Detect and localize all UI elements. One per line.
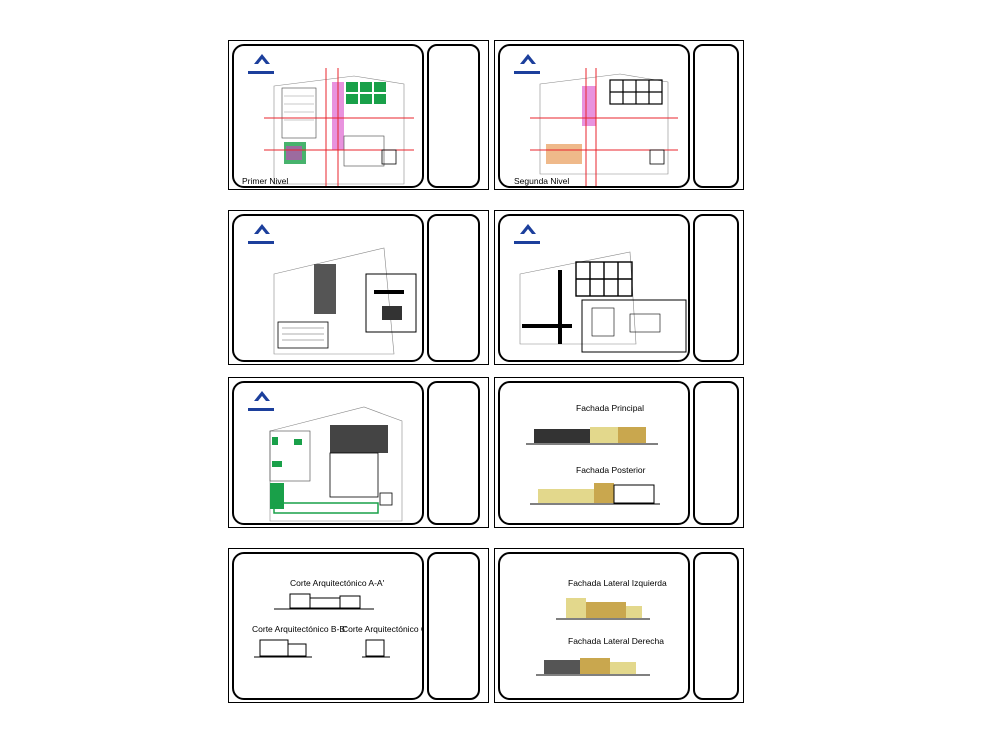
elevation-principal (526, 427, 658, 445)
title-block (427, 552, 480, 700)
sheet-label: Segunda Nivel (514, 176, 570, 186)
elevation-title-principal: Fachada Principal (576, 403, 645, 413)
drawing-area: Fachada Lateral Izquierda Fachada Latera… (498, 552, 690, 700)
section-aa (274, 593, 374, 610)
sheet-primer-nivel[interactable]: Primer Nivel (228, 40, 489, 190)
drawing-area: Corte Arquitectónico A-A' Corte Arquitec… (232, 552, 424, 700)
sheet-label: Primer Nivel (242, 176, 289, 186)
elevation-drawings (536, 598, 650, 676)
drawing-area: Fachada Principal Fachada Posterior (498, 381, 690, 525)
logo-icon (514, 224, 540, 244)
sheet-structure-2[interactable] (494, 210, 744, 365)
sheet-fachadas-1[interactable]: Fachada Principal Fachada Posterior (494, 377, 744, 528)
roof-plan (248, 224, 417, 355)
section-title-aa: Corte Arquitectónico A-A' (290, 578, 385, 588)
section-bb (254, 639, 312, 658)
logo-icon (514, 54, 540, 74)
elevation-posterior (530, 483, 660, 505)
floor-plan-2 (514, 54, 678, 186)
elevation-title-izquierda: Fachada Lateral Izquierda (568, 578, 667, 588)
drawing-area: Primer Nivel (232, 44, 424, 188)
framing-plan (514, 224, 687, 353)
section-title-bb: Corte Arquitectónico B-B' (252, 624, 347, 634)
elevation-drawings (526, 427, 660, 505)
logo-icon (248, 54, 274, 74)
section-title-cc: Corte Arquitectónico C-C' (342, 624, 422, 634)
site-plan (248, 391, 403, 522)
section-drawings (254, 593, 390, 658)
title-block (693, 214, 739, 362)
elevation-title-posterior: Fachada Posterior (576, 465, 646, 475)
drawing-area: Segunda Nivel (498, 44, 690, 188)
title-block (427, 214, 480, 362)
sheet-segunda-nivel[interactable]: Segunda Nivel (494, 40, 744, 190)
elevation-title-derecha: Fachada Lateral Derecha (568, 636, 664, 646)
drawing-area (232, 214, 424, 362)
sheet-structure-1[interactable] (228, 210, 489, 365)
title-block (427, 44, 480, 188)
elevation-izquierda (556, 598, 650, 620)
sheet-cortes[interactable]: Corte Arquitectónico A-A' Corte Arquitec… (228, 548, 489, 703)
title-block (693, 44, 739, 188)
sheet-fachadas-2[interactable]: Fachada Lateral Izquierda Fachada Latera… (494, 548, 744, 703)
elevation-derecha (536, 658, 650, 676)
drawing-area (232, 381, 424, 525)
floor-plan-1 (248, 54, 414, 186)
drawing-area (498, 214, 690, 362)
title-block (693, 552, 739, 700)
title-block (427, 381, 480, 525)
logo-icon (248, 391, 274, 411)
sheet-site-plan[interactable] (228, 377, 489, 528)
logo-icon (248, 224, 274, 244)
section-cc (362, 639, 390, 658)
title-block (693, 381, 739, 525)
